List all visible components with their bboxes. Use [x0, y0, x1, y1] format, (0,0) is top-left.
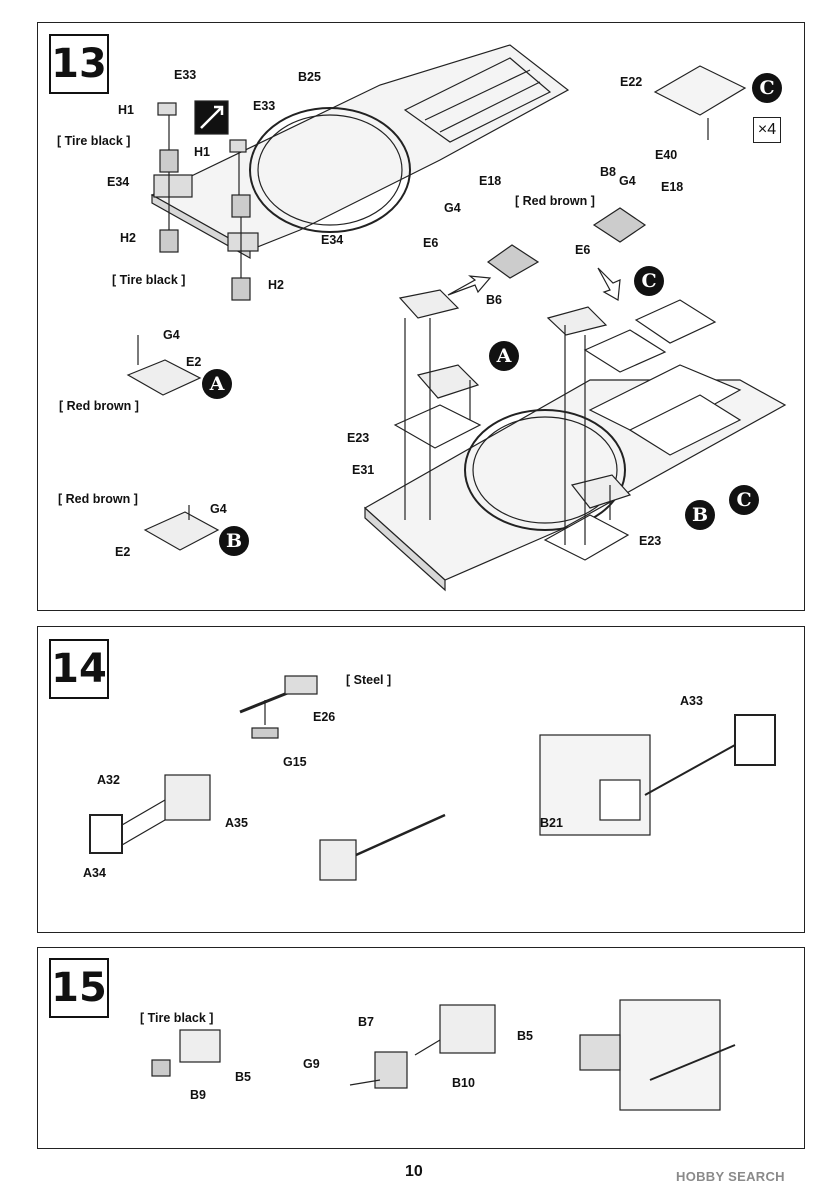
label-red-brown-a: [ Red brown ] — [515, 194, 595, 208]
label-b5-a: B5 — [235, 1070, 251, 1084]
label-e40: E40 — [655, 148, 678, 162]
label-g15: G15 — [283, 755, 307, 769]
callout-c-top: C — [752, 73, 782, 103]
hull-plate-upper — [150, 44, 570, 260]
label-tire-black-a: [ Tire black ] — [57, 134, 131, 148]
label-a34: A34 — [83, 866, 106, 880]
label-b9: B9 — [190, 1088, 206, 1102]
callout-a-main: A — [489, 341, 519, 371]
step-14-drawings — [89, 675, 776, 881]
step-15-number: 15 — [49, 958, 109, 1018]
label-e6-b: E6 — [575, 243, 591, 257]
label-e6-a: E6 — [423, 236, 439, 250]
label-e23-b: E23 — [639, 534, 662, 548]
label-b8: B8 — [600, 165, 616, 179]
subassembly-a-left — [126, 335, 202, 396]
turret-ring-lamps — [157, 102, 251, 301]
label-b6: B6 — [486, 293, 502, 307]
label-e33-b: E33 — [253, 99, 276, 113]
label-g4-c: G4 — [163, 328, 180, 342]
label-e22: E22 — [620, 75, 643, 89]
callout-b-main: B — [685, 500, 715, 530]
label-h2-a: H2 — [120, 231, 136, 245]
callout-a-sub: A — [202, 369, 232, 399]
step-13-number: 13 — [49, 34, 109, 94]
watermark: HOBBY SEARCH — [676, 1169, 785, 1184]
label-red-brown-c: [ Red brown ] — [58, 492, 138, 506]
label-e34-b: E34 — [321, 233, 344, 247]
label-e31: E31 — [352, 463, 375, 477]
step-14-number: 14 — [49, 639, 109, 699]
label-h1-a: H1 — [118, 103, 134, 117]
label-e2-a: E2 — [186, 355, 202, 369]
label-tire-black: [ Tire black ] — [140, 1011, 214, 1025]
subassembly-b-left — [143, 505, 220, 551]
label-red-brown-b: [ Red brown ] — [59, 399, 139, 413]
assembly-arrows — [404, 267, 621, 545]
callout-c-low: C — [729, 485, 759, 515]
label-e23-a: E23 — [347, 431, 370, 445]
label-a35: A35 — [225, 816, 248, 830]
label-g4-a: G4 — [444, 201, 461, 215]
flip-icon — [194, 100, 229, 135]
label-e34-a: E34 — [107, 175, 130, 189]
label-b10: B10 — [452, 1076, 475, 1090]
hatch-frames — [393, 207, 717, 561]
step-15-drawings — [151, 999, 736, 1111]
label-b25: B25 — [298, 70, 321, 84]
label-e18-a: E18 — [479, 174, 502, 188]
quantity-x4: ×4 — [753, 117, 781, 143]
page-number: 10 — [405, 1163, 423, 1180]
callout-b-sub: B — [219, 526, 249, 556]
label-e33-a: E33 — [174, 68, 197, 82]
label-b7: B7 — [358, 1015, 374, 1029]
label-h1-b: H1 — [194, 145, 210, 159]
label-tire-black-b: [ Tire black ] — [112, 273, 186, 287]
label-a33: A33 — [680, 694, 703, 708]
label-steel: [ Steel ] — [346, 673, 392, 687]
hull-plate-lower — [363, 364, 787, 592]
label-h2-b: H2 — [268, 278, 284, 292]
label-a32: A32 — [97, 773, 120, 787]
label-g9: G9 — [303, 1057, 320, 1071]
callout-c-mid: C — [634, 266, 664, 296]
label-b5-b: B5 — [517, 1029, 533, 1043]
label-e18-b: E18 — [661, 180, 684, 194]
part-e22 — [653, 65, 747, 140]
label-e2-b: E2 — [115, 545, 131, 559]
label-g4-b: G4 — [619, 174, 636, 188]
label-e26: E26 — [313, 710, 336, 724]
label-g4-d: G4 — [210, 502, 227, 516]
label-b21: B21 — [540, 816, 563, 830]
